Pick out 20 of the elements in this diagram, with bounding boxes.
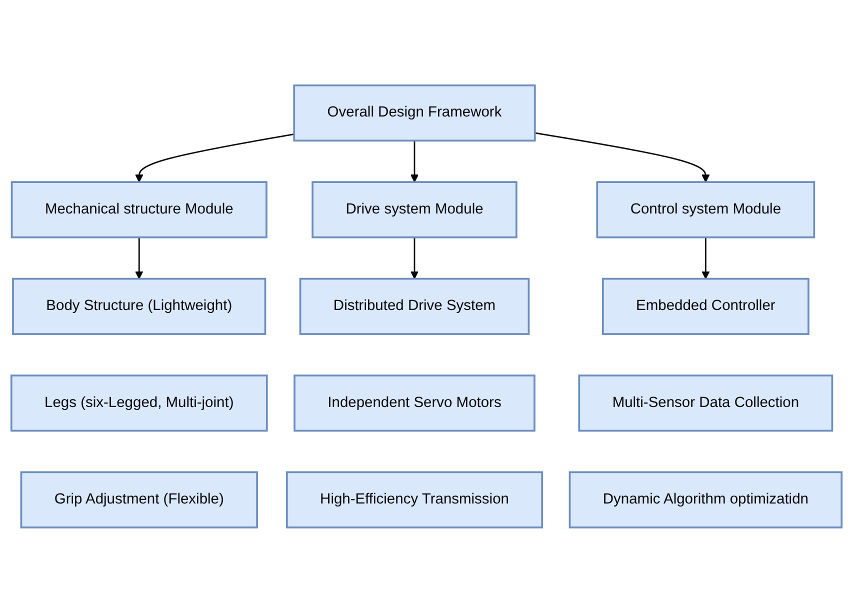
- node-box: [293, 84, 536, 142]
- arrow: [135, 133, 294, 182]
- arrow: [135, 236, 144, 279]
- node-box: [20, 470, 258, 528]
- node-box: [568, 470, 843, 528]
- node-box: [10, 180, 268, 238]
- node-box: [578, 374, 834, 432]
- node-box: [312, 180, 518, 238]
- node-box: [299, 277, 530, 335]
- node-box: [596, 180, 816, 238]
- node-box: [10, 374, 268, 432]
- node-box: [602, 277, 810, 335]
- arrow: [410, 236, 419, 279]
- arrow: [410, 140, 419, 182]
- node-box: [286, 470, 544, 528]
- arrow: [534, 132, 710, 182]
- node-box: [12, 277, 266, 335]
- node-box: [294, 374, 536, 432]
- flowchart: Overall Design Framework Mechanical structure Module Drive system Module Control system Module Body Structure (Lightweight) Legs (six-Legged, Multi-joint) Grip Adjustment (Flexible) Distributed Drive System Independent Servo Motors High-Efficiency Transmission Embedded Controller Multi-Sensor Data Collection Dynamic Algorithm optimizatidn: [4, 78, 849, 534]
- arrow: [702, 236, 710, 279]
